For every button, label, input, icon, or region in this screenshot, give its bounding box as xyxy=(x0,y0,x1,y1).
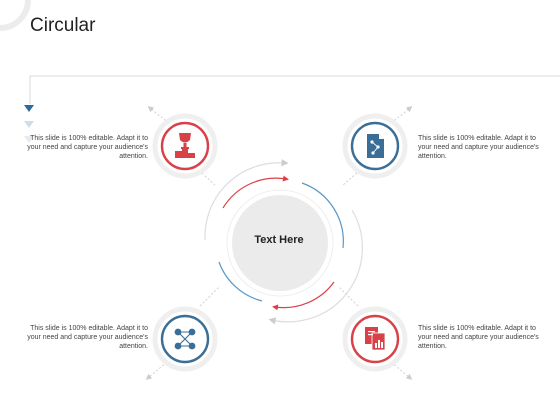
header-rule xyxy=(29,75,560,104)
link-bottom-left xyxy=(199,285,221,307)
report-chart-icon xyxy=(365,327,386,351)
node-top-left xyxy=(152,113,218,179)
center-rings xyxy=(204,159,363,325)
triangle-markers xyxy=(24,105,34,143)
description-bottom-right: This slide is 100% editable. Adapt it to… xyxy=(418,325,539,350)
trophy-podium-icon xyxy=(175,133,195,158)
link-bottom-right xyxy=(337,285,359,307)
blue-arc-left xyxy=(218,261,263,302)
network-nodes-icon xyxy=(174,328,196,350)
corner-decoration xyxy=(0,0,31,31)
node-bottom-left xyxy=(152,306,218,372)
slide-title: Circular xyxy=(30,15,96,36)
blue-arc-right xyxy=(301,182,344,249)
description-top-left: This slide is 100% editable. Adapt it to… xyxy=(27,135,148,160)
description-bottom-left: This slide is 100% editable. Adapt it to… xyxy=(27,325,148,350)
node-top-right xyxy=(342,113,408,179)
red-arc-top xyxy=(222,175,289,209)
document-flow-icon xyxy=(367,134,384,158)
node-bottom-right xyxy=(342,306,408,372)
center-disc xyxy=(232,195,328,291)
center-label: Text Here xyxy=(254,234,304,246)
outer-arc-top xyxy=(204,159,289,241)
description-top-right: This slide is 100% editable. Adapt it to… xyxy=(418,135,539,160)
red-arc-bottom xyxy=(272,281,335,311)
outer-arc-bottom xyxy=(268,209,363,325)
